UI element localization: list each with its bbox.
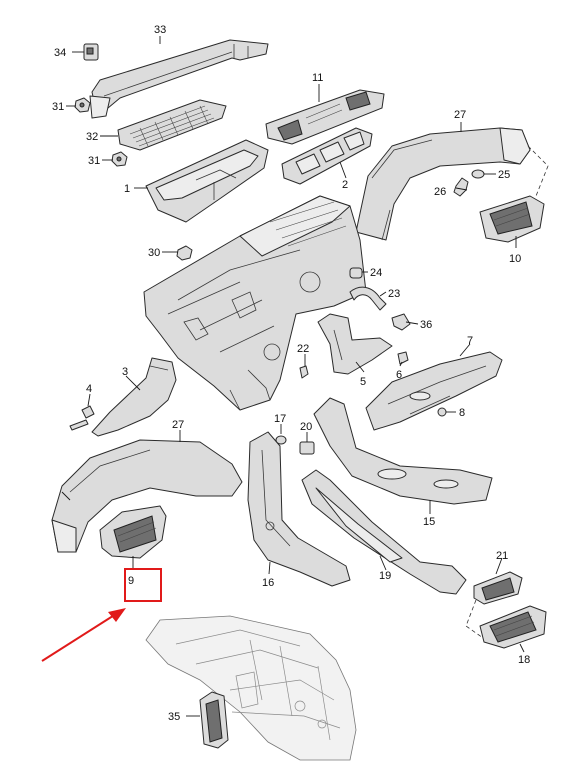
callout-36: 36 xyxy=(420,319,432,331)
vehicle-body-illustration xyxy=(145,615,357,761)
callout-25: 25 xyxy=(498,169,510,181)
part-3-left-duct xyxy=(91,357,177,437)
callout-17: 17 xyxy=(274,413,286,425)
part-6-screw xyxy=(397,351,409,365)
callout-33: 33 xyxy=(154,24,166,36)
callout-9-highlight-box xyxy=(124,568,162,602)
callout-15: 15 xyxy=(423,516,435,528)
callout-32: 32 xyxy=(86,131,98,143)
callout-18: 18 xyxy=(518,654,530,666)
callout-10: 10 xyxy=(509,253,521,265)
part-15-floor-duct xyxy=(313,397,493,505)
part-21-outlet xyxy=(473,571,523,605)
callout-21: 21 xyxy=(496,550,508,562)
part-27-left-duct xyxy=(51,439,243,553)
part-5-footwell-duct xyxy=(317,313,393,375)
callout-30: 30 xyxy=(148,247,160,259)
part-26-screw xyxy=(453,177,469,197)
callout-24: 24 xyxy=(370,267,382,279)
callout-27: 27 xyxy=(172,419,184,431)
callout-2: 2 xyxy=(342,179,348,191)
callout-34: 34 xyxy=(54,47,66,59)
part-27-right-duct xyxy=(355,127,531,241)
part-36-drain xyxy=(391,313,411,331)
callout-35: 35 xyxy=(168,711,180,723)
callout-3: 3 xyxy=(122,366,128,378)
part-32-grille xyxy=(117,99,227,151)
callout-6: 6 xyxy=(396,369,402,381)
part-9-vent-highlighted xyxy=(99,505,167,559)
red-arrow-indicator xyxy=(41,608,126,662)
leader-lines xyxy=(61,36,525,717)
callout-5: 5 xyxy=(360,376,366,388)
callout-labels: 33 34 31 32 31 1 11 2 27 26 25 10 30 24 … xyxy=(52,24,530,723)
part-25-clip xyxy=(471,169,485,179)
part-7-cover-panel xyxy=(365,351,503,431)
part-20-block xyxy=(299,441,315,455)
part-1-vent-housing xyxy=(145,139,269,223)
callout-23: 23 xyxy=(388,288,400,300)
part-23-hose xyxy=(349,286,387,311)
heater-unit-assembly xyxy=(143,195,367,411)
part-10-side-vent xyxy=(479,195,545,243)
part-19-long-rear-duct xyxy=(301,469,467,595)
callout-11: 11 xyxy=(312,72,323,84)
part-22-screw xyxy=(299,365,309,379)
part-18-rear-vent xyxy=(479,605,547,649)
part-16-rear-duct xyxy=(247,431,351,587)
part-31-nut-lower xyxy=(111,151,128,167)
callout-27: 27 xyxy=(454,109,466,121)
part-33-defrost-duct xyxy=(89,39,269,119)
callout-8: 8 xyxy=(459,407,465,419)
callout-20: 20 xyxy=(300,421,312,433)
part-34-clip xyxy=(83,43,99,61)
part-31-nut-upper xyxy=(74,97,91,113)
part-11-centre-vent xyxy=(265,89,385,145)
part-30-bolt xyxy=(176,245,193,261)
part-17-grommet xyxy=(275,435,287,445)
callout-22: 22 xyxy=(297,343,309,355)
part-24-grommet xyxy=(349,267,363,279)
callout-19: 19 xyxy=(379,570,391,582)
part-8-clip xyxy=(437,407,447,417)
callout-7: 7 xyxy=(467,335,473,347)
callout-1: 1 xyxy=(124,183,130,195)
part-2-vent-frame xyxy=(281,127,373,185)
callout-16: 16 xyxy=(262,577,274,589)
callout-26: 26 xyxy=(434,186,446,198)
callout-9: 9 xyxy=(128,575,134,587)
part-4-screw xyxy=(69,405,95,431)
callout-4: 4 xyxy=(86,383,92,395)
part-35-panel xyxy=(199,691,229,749)
callout-31: 31 xyxy=(52,101,64,113)
callout-31: 31 xyxy=(88,155,100,167)
